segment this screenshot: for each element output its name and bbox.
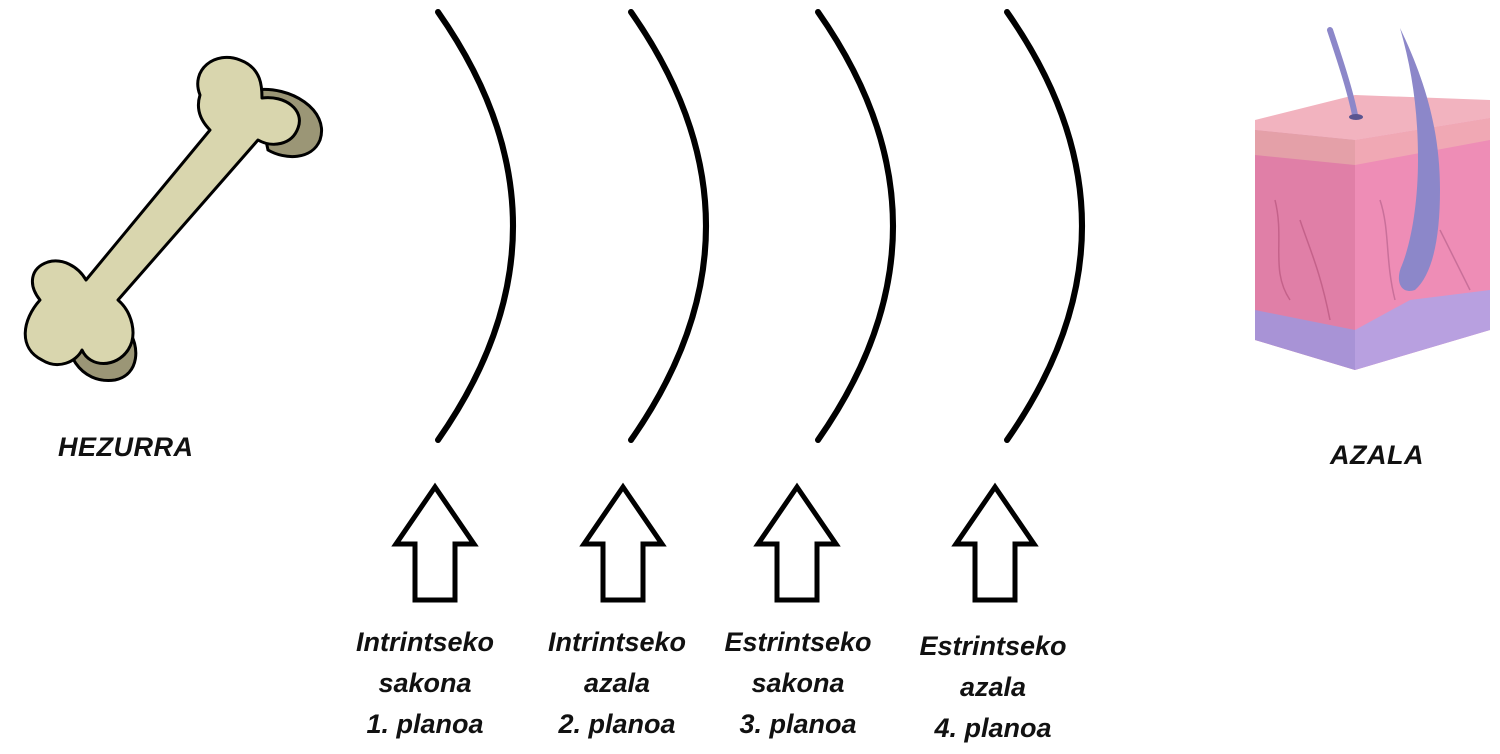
bone-label: HEZURRA: [58, 432, 194, 462]
plane-3-line2: sakona: [751, 668, 845, 698]
plane-label-3: Estrintseko sakona 3. planoa: [703, 622, 893, 745]
plane-4-line1: Estrintseko: [919, 631, 1067, 661]
plane-curve-2: [628, 9, 709, 443]
skin-label: AZALA: [1330, 440, 1424, 470]
plane-2-line2: azala: [583, 668, 651, 698]
plane-label-2: Intrintseko azala 2. planoa: [522, 622, 712, 745]
plane-curve-1: [435, 9, 516, 443]
arrow-up-icon: [951, 482, 1039, 603]
plane-2-line3: 2. planoa: [558, 709, 676, 739]
arrow-up-icon: [753, 482, 841, 603]
plane-label-4: Estrintseko azala 4. planoa: [898, 626, 1088, 749]
plane-3-line3: 3. planoa: [739, 709, 857, 739]
bone-icon: [23, 55, 324, 382]
plane-curve-3: [815, 9, 896, 443]
plane-2-line1: Intrintseko: [547, 627, 687, 657]
plane-1-line1: Intrintseko: [355, 627, 495, 657]
plane-1-line2: sakona: [378, 668, 472, 698]
plane-4-line3: 4. planoa: [934, 713, 1052, 743]
plane-label-1: Intrintseko sakona 1. planoa: [330, 622, 520, 745]
plane-curve-4: [1004, 9, 1085, 443]
arrow-up-icon: [391, 482, 479, 603]
plane-3-line1: Estrintseko: [724, 627, 872, 657]
plane-curves: [435, 9, 1085, 443]
plane-1-line3: 1. planoa: [366, 709, 484, 739]
skin-icon: [1255, 27, 1490, 370]
plane-4-line2: azala: [959, 672, 1027, 702]
arrow-up-icon: [579, 482, 667, 603]
